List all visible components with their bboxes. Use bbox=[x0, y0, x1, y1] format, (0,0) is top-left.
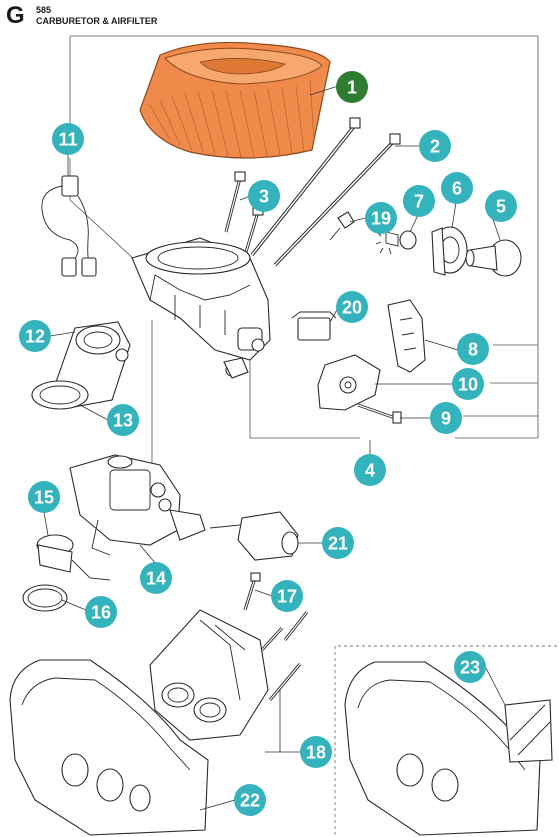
small-clip bbox=[329, 211, 355, 241]
callout-4: 4 bbox=[354, 454, 386, 486]
callout-14-label: 14 bbox=[146, 569, 166, 589]
manifold-screws bbox=[243, 572, 309, 701]
callout-22-label: 22 bbox=[240, 791, 260, 811]
callout-16-label: 16 bbox=[91, 603, 111, 623]
callout-20: 20 bbox=[336, 291, 368, 323]
clamp-ring bbox=[31, 380, 89, 410]
sensor bbox=[291, 311, 337, 341]
callout-17: 17 bbox=[271, 580, 303, 612]
filter-base bbox=[131, 237, 271, 379]
spring-gear bbox=[375, 230, 417, 255]
callout-8: 8 bbox=[457, 333, 489, 365]
callout-2: 2 bbox=[419, 130, 451, 162]
callout-1-label: 1 bbox=[347, 78, 357, 98]
callout-7: 7 bbox=[403, 185, 435, 217]
callout-10-label: 10 bbox=[458, 375, 478, 395]
small-screw bbox=[357, 403, 402, 424]
callout-17-label: 17 bbox=[277, 587, 297, 607]
variant-base-housing bbox=[344, 661, 553, 836]
callout-11: 11 bbox=[52, 123, 84, 155]
callout-3-label: 3 bbox=[259, 187, 269, 207]
callout-4-label: 4 bbox=[365, 461, 375, 481]
callout-21: 21 bbox=[322, 527, 354, 559]
choke-knob bbox=[465, 239, 522, 277]
callout-9-label: 9 bbox=[441, 409, 451, 429]
callout-7-label: 7 bbox=[414, 192, 424, 212]
callout-19: 19 bbox=[365, 202, 397, 234]
callout-12-label: 12 bbox=[25, 327, 45, 347]
callout-20-label: 20 bbox=[342, 298, 362, 318]
page-number: 585 bbox=[36, 5, 52, 15]
callout-6-label: 6 bbox=[452, 179, 462, 199]
fitting bbox=[209, 511, 299, 561]
callout-8-label: 8 bbox=[468, 340, 478, 360]
leader-lines bbox=[43, 86, 506, 811]
cable-harness bbox=[41, 175, 97, 277]
callout-5-label: 5 bbox=[496, 197, 506, 217]
callout-5: 5 bbox=[485, 190, 517, 222]
carburetor bbox=[69, 454, 206, 556]
callout-15-label: 15 bbox=[34, 488, 54, 508]
callout-13: 13 bbox=[107, 404, 139, 436]
callout-14: 14 bbox=[140, 562, 172, 594]
throttle-lever bbox=[317, 354, 381, 411]
callout-23: 23 bbox=[454, 651, 486, 683]
callout-19-label: 19 bbox=[371, 209, 391, 229]
section-letter: G bbox=[6, 2, 25, 29]
callout-12: 12 bbox=[19, 320, 51, 352]
callout-16: 16 bbox=[85, 596, 117, 628]
callout-18-label: 18 bbox=[306, 743, 326, 763]
callout-1: 1 bbox=[336, 71, 368, 103]
callout-2-label: 2 bbox=[430, 137, 440, 157]
variant-box bbox=[334, 645, 557, 835]
callout-21-label: 21 bbox=[328, 534, 348, 554]
long-bolt bbox=[273, 133, 401, 267]
long-bolt-2 bbox=[250, 117, 361, 257]
lever-bracket bbox=[387, 299, 426, 373]
callout-10: 10 bbox=[452, 368, 484, 400]
callout-15: 15 bbox=[28, 481, 60, 513]
gasket-ring bbox=[22, 584, 68, 612]
section-title: CARBURETOR & AIRFILTER bbox=[36, 16, 158, 26]
base-housing bbox=[9, 659, 209, 836]
callout-9: 9 bbox=[430, 402, 462, 434]
intake-manifold bbox=[149, 609, 269, 741]
callout-23-label: 23 bbox=[460, 658, 480, 678]
pump-housing bbox=[36, 534, 111, 581]
collar bbox=[431, 226, 468, 276]
air-filter bbox=[139, 41, 331, 159]
callout-3: 3 bbox=[248, 180, 280, 212]
callout-18: 18 bbox=[300, 736, 332, 768]
callout-6: 6 bbox=[441, 172, 473, 204]
callout-22: 22 bbox=[234, 784, 266, 816]
callout-11-label: 11 bbox=[58, 130, 77, 150]
callout-13-label: 13 bbox=[113, 411, 133, 431]
